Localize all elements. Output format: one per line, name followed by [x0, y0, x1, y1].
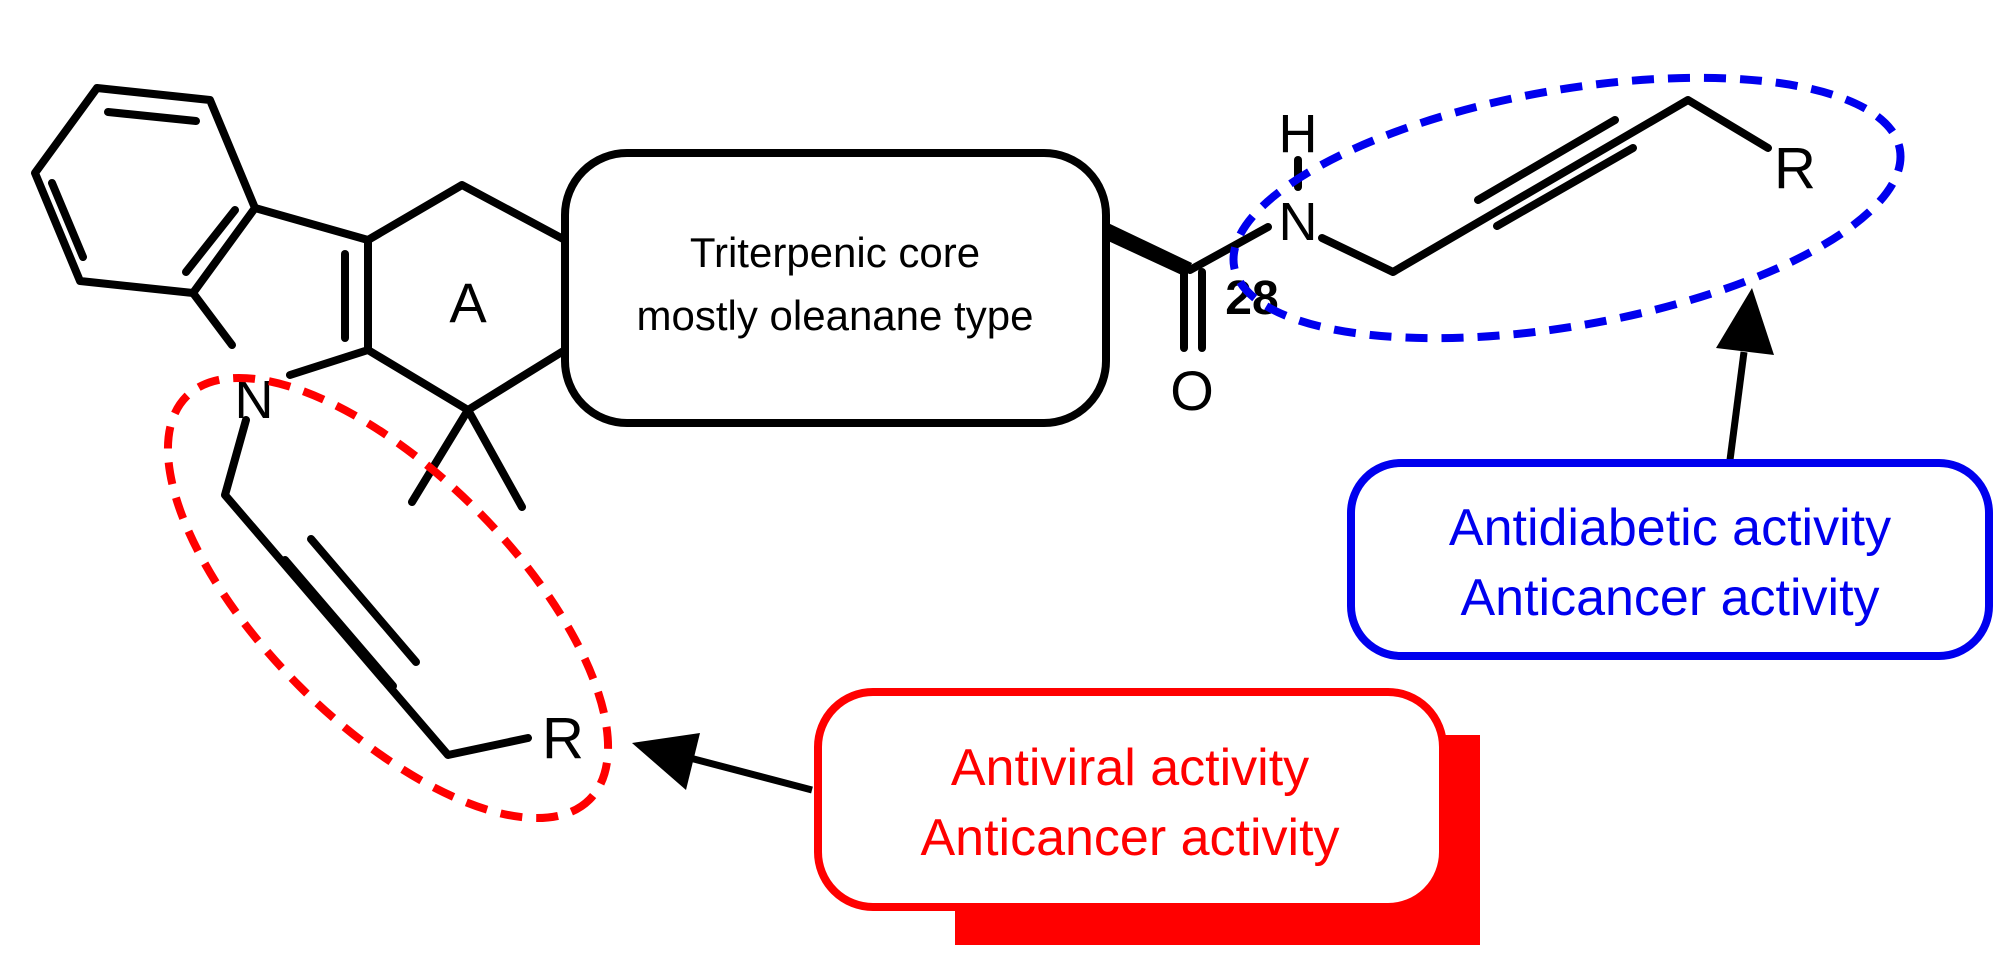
carbonyl-o-label: O	[1170, 359, 1214, 422]
red-callout-line1: Antiviral activity	[951, 739, 1309, 797]
alkyne-side-bond-bottom-2	[307, 535, 420, 666]
blue-callout-box	[1347, 459, 1993, 660]
amide-c-n-bond	[1186, 223, 1272, 274]
arrow-head-blue	[1716, 288, 1774, 355]
r-group-right-label: R	[1774, 136, 1816, 201]
r-group-bottom-label: R	[542, 706, 584, 771]
core-box-line1: Triterpenic core	[690, 229, 980, 276]
red-callout-line2: Anticancer activity	[920, 809, 1339, 867]
gem-dimethyl-bonds	[408, 406, 526, 511]
arrow-to-blue-highlight	[1716, 288, 1774, 461]
ring-a-label: A	[449, 271, 487, 334]
alkyne-side-bond-right-1	[1474, 116, 1619, 204]
pyrrole-bonds	[189, 204, 372, 379]
red-callout-box	[814, 688, 1447, 911]
amide-propargyl-chain	[1318, 96, 1772, 276]
red-dashed-highlight	[163, 373, 613, 823]
bond-skeleton	[31, 84, 1772, 759]
amide-h-label: H	[1279, 104, 1318, 164]
arrow-shaft-red	[689, 754, 813, 794]
blue-dashed-highlight	[1229, 73, 1905, 343]
arrow-shaft-blue	[1726, 351, 1748, 461]
triterpenic-core-box	[561, 149, 1110, 427]
alkyne-side-bond-bottom-1	[281, 556, 397, 690]
blue-callout-line2: Anticancer activity	[1460, 569, 1879, 627]
alkyne-side-bond-right-2	[1493, 144, 1637, 230]
wedge-bond	[1106, 222, 1192, 277]
benzene-inner-bond-2	[182, 206, 239, 276]
n-propargyl-chain	[221, 416, 532, 759]
core-box-line2: mostly oleanane type	[637, 292, 1034, 339]
carbonyl-double-bond	[1180, 268, 1206, 352]
arrow-to-red-highlight	[632, 733, 813, 794]
benzene-inner-bond-3	[48, 179, 87, 261]
benzene-inner-bond-1	[104, 108, 200, 125]
blue-callout-line1: Antidiabetic activity	[1449, 499, 1891, 557]
arrow-head-red	[632, 733, 700, 790]
amide-n-label: N	[1279, 192, 1318, 252]
